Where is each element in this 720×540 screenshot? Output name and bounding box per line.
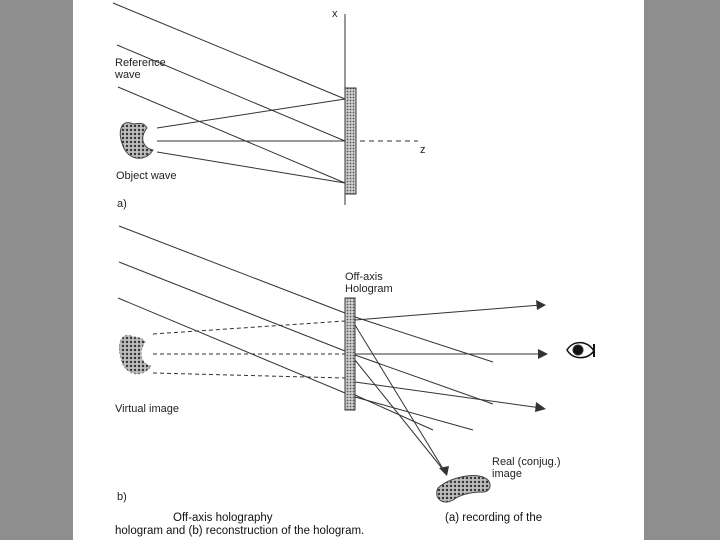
slide: x z Reference wave Object wave a) Off-ax… xyxy=(73,0,644,540)
object-ray-3 xyxy=(156,151,346,184)
panel-a xyxy=(112,2,418,205)
object-shape xyxy=(119,122,154,159)
recording-plate xyxy=(344,87,357,195)
virtual-ray-3 xyxy=(152,372,346,379)
panel-b-tag: b) xyxy=(117,491,127,503)
conjugate-ray-2 xyxy=(354,359,446,473)
reference-ray-3 xyxy=(117,86,346,184)
object-wave-label: Object wave xyxy=(116,170,177,182)
holography-diagram xyxy=(112,2,595,503)
virtual-image-shape xyxy=(118,334,152,375)
reconstruction-ray-3 xyxy=(117,297,346,394)
reference-wave-label: Reference wave xyxy=(115,57,166,81)
diffracted-ray-3 xyxy=(354,381,542,409)
caption-line2: hologram and (b) reconstruction of the h… xyxy=(115,525,365,537)
virtual-ray-1 xyxy=(152,320,346,335)
caption-line1-right: (a) recording of the xyxy=(445,512,543,524)
conjugate-ray-3 xyxy=(354,394,434,431)
reconstruction-ray-1 xyxy=(118,225,346,314)
conjugate-ray-1 xyxy=(354,324,446,473)
reconstruction-ray-2 xyxy=(118,261,346,352)
hologram-plate xyxy=(344,297,356,411)
diffracted-ray-1 xyxy=(354,304,542,321)
axis-x-label: x xyxy=(332,8,338,20)
panel-b xyxy=(117,225,595,503)
reference-ray-1 xyxy=(112,2,346,100)
real-image-shape xyxy=(436,475,491,503)
eye-icon xyxy=(566,341,595,359)
panel-a-tag: a) xyxy=(117,198,127,210)
real-image-label: Real (conjug.) image xyxy=(492,456,561,480)
caption-title: Off-axis holography xyxy=(173,512,273,524)
hologram-label: Off-axis Hologram xyxy=(345,271,393,295)
virtual-image-label: Virtual image xyxy=(115,403,179,415)
axis-z-label: z xyxy=(420,144,426,156)
reference-ray-2 xyxy=(116,44,346,142)
object-ray-1 xyxy=(156,98,346,129)
